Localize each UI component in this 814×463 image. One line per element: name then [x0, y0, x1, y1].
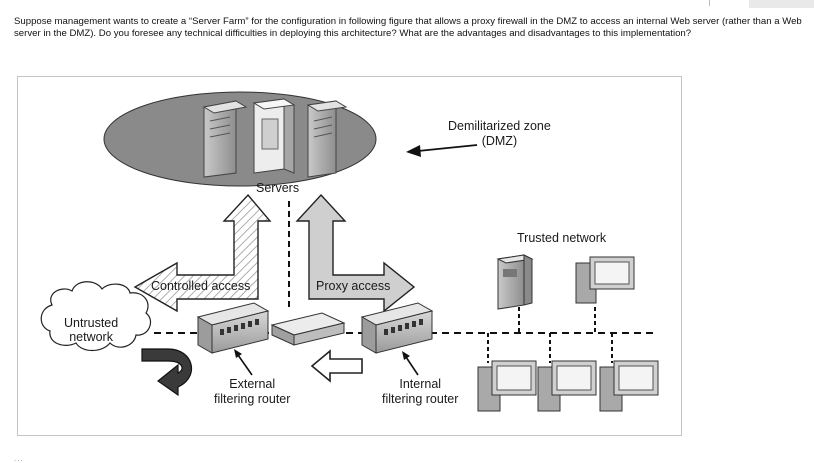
server-icon	[252, 98, 296, 174]
trusted-server-icon	[496, 254, 534, 310]
server-icon	[306, 100, 348, 178]
workstation-icon	[477, 360, 537, 412]
corner-divider	[709, 0, 710, 6]
controlled-access-arrow	[133, 193, 272, 313]
internal-router-icon	[360, 302, 434, 354]
proxy-firewall-icon	[270, 312, 346, 346]
corner-tab[interactable]	[749, 0, 814, 8]
server-icon	[202, 100, 248, 178]
internal-router-label: Internal filtering router	[382, 377, 459, 406]
proxy-access-arrow	[295, 193, 416, 313]
question-text: Suppose management wants to create a “Se…	[14, 16, 802, 40]
dmz-pointer-arrow	[406, 144, 478, 157]
external-router-label: External filtering router	[214, 377, 291, 406]
untrusted-network-label: Untrusted network	[64, 316, 119, 344]
trusted-network-label: Trusted network	[517, 231, 607, 245]
controlled-access-label: Controlled access	[151, 279, 251, 293]
external-router-pointer	[234, 349, 253, 376]
internal-router-pointer	[402, 351, 419, 376]
proxy-access-label: Proxy access	[316, 279, 391, 293]
diagram-canvas	[40, 91, 659, 412]
inbound-block-arrow	[310, 349, 363, 383]
untrusted-cloud	[40, 281, 151, 352]
workstation-icon	[599, 360, 659, 412]
workstation-icon	[575, 256, 635, 304]
servers-label: Servers	[256, 181, 300, 195]
network-diagram: Demilitarized zone (DMZ) Servers Trusted…	[17, 76, 682, 436]
dmz-label: Demilitarized zone (DMZ)	[448, 119, 551, 148]
return-arrow	[141, 348, 193, 397]
footer-text: ...	[14, 454, 24, 463]
external-router-icon	[196, 302, 270, 354]
workstation-icon	[537, 360, 597, 412]
